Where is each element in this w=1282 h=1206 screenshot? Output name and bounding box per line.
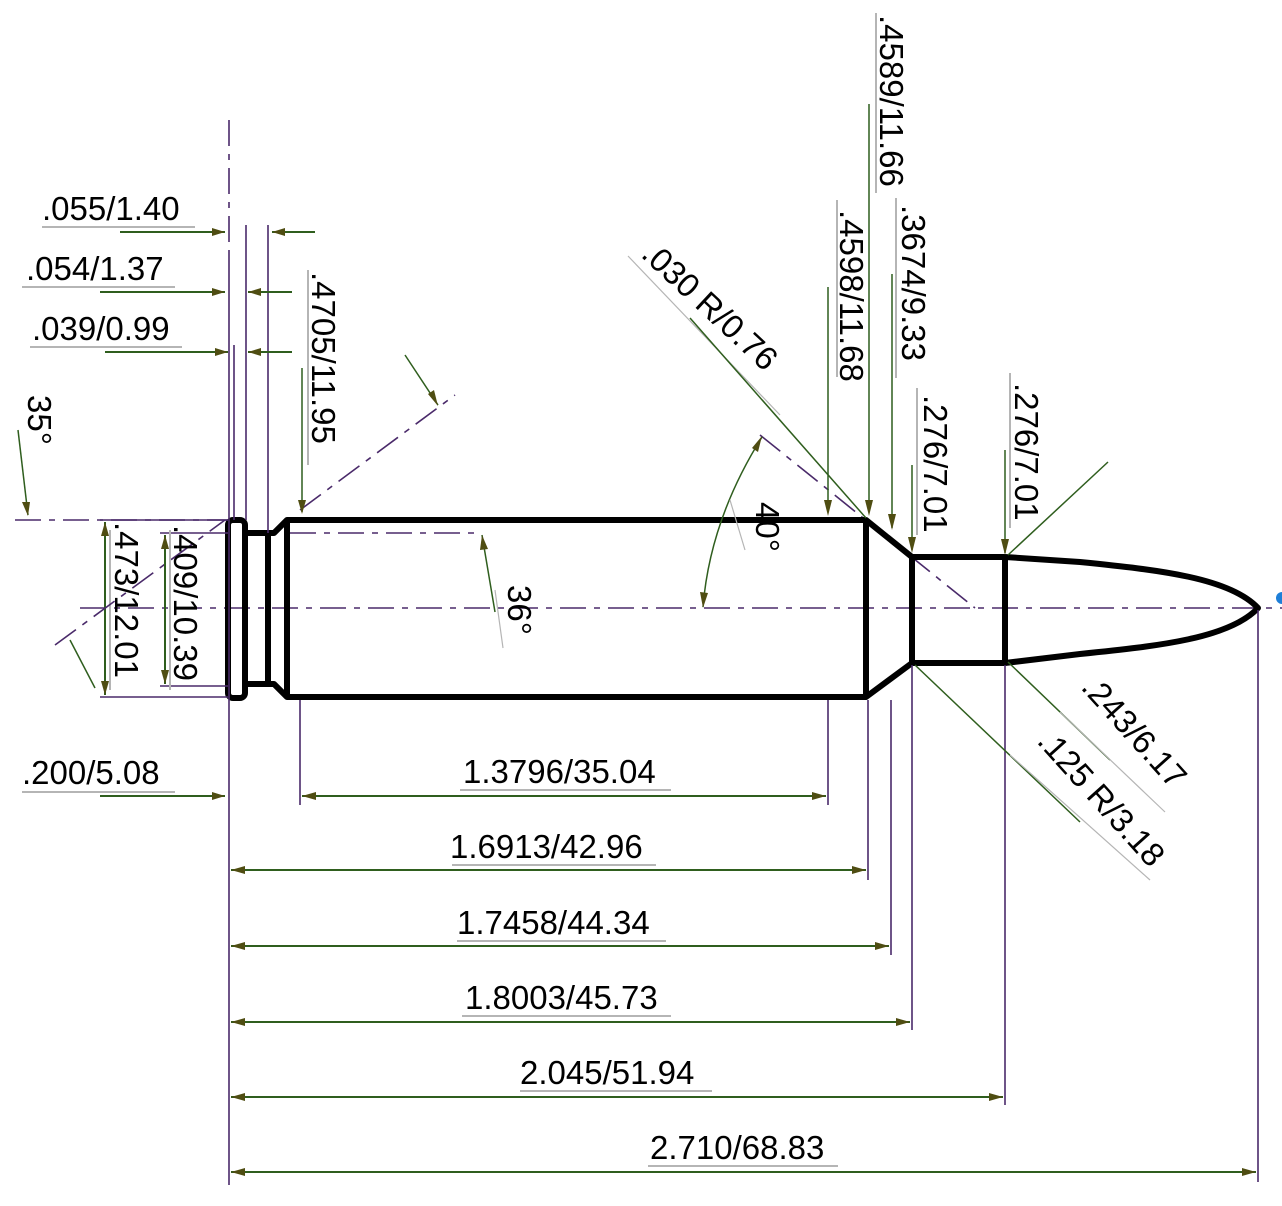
bullet [1004, 554, 1261, 666]
neck-mouth-diameter-label: .276/7.01 [1008, 383, 1045, 521]
extractor-position-label: .200/5.08 [22, 754, 160, 791]
overall-length-label: 2.710/68.83 [650, 1129, 824, 1166]
shoulder-radius-label: .030 R/0.76 [635, 234, 785, 377]
shoulder-neck-dimensions: .030 R/0.76 .4598/11.68 .4589/11.66 .367… [627, 13, 1109, 556]
shoulder-angle-label: 40° [749, 502, 786, 552]
rim-dimensions: .055/1.40 .054/1.37 .039/0.99 .200/5.08 [22, 190, 330, 800]
length-dimensions: 1.3796/35.04 1.6913/42.96 1.7458/44.34 1… [231, 753, 1256, 1176]
chamfer-angle-reference-line [299, 394, 456, 511]
length-to-neck-label: 1.7458/44.34 [457, 904, 650, 941]
shoulder-diameter-label: .4598/11.68 [833, 210, 870, 382]
centerlines [15, 120, 1282, 609]
case-length-label: 2.045/51.94 [520, 1054, 694, 1091]
body-diameter-label: .4589/11.66 [873, 15, 910, 187]
base-diameter-label: .4705/11.95 [305, 272, 342, 444]
extension-lines [100, 225, 1259, 1185]
rim-diameter-label: .473/12.01 [108, 522, 145, 678]
neck-diameter-label: .276/7.01 [917, 395, 954, 533]
neck-base-diameter-label: .3674/9.33 [895, 205, 932, 361]
angle-dimensions: 36° 40° [480, 436, 786, 649]
length-to-shoulder-label: 1.6913/42.96 [450, 828, 643, 865]
base-diameter-dimensions: .4705/11.95 35° .473/12.01 .409/10.39 [17, 270, 439, 695]
rim-chamfer-angle-label: 35° [21, 395, 58, 445]
rebate-width-label: .039/0.99 [32, 310, 170, 347]
marker-dot-icon [1276, 592, 1282, 604]
groove-angle-label: 36° [501, 585, 538, 635]
groove-width-label: .054/1.37 [26, 250, 164, 287]
groove-diameter-label: .409/10.39 [167, 525, 204, 681]
body-length-label: 1.3796/35.04 [463, 753, 656, 790]
cartridge-outline [225, 517, 1261, 701]
shoulder-angle-reference-line [759, 434, 976, 609]
length-to-neck-start-label: 1.8003/45.73 [465, 979, 658, 1016]
rim-thickness-label: .055/1.40 [42, 190, 180, 227]
extractor-groove [245, 530, 271, 687]
rim [225, 517, 248, 701]
bullet-dimensions: .243/6.17 .125 R/3.18 [914, 661, 1194, 881]
